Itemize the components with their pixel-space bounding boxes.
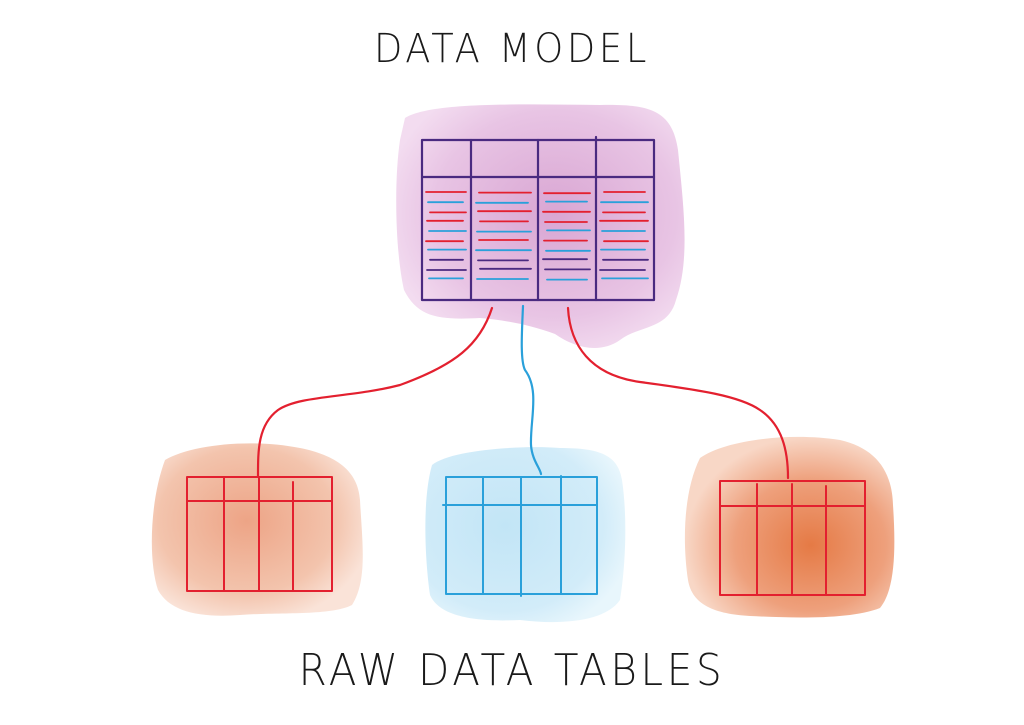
raw-middle-wash [425, 447, 626, 623]
edge-right [566, 306, 790, 480]
data-model-rows [425, 191, 649, 281]
diagram-caption: RAW DATA TABLES [298, 645, 726, 696]
data-model-table [420, 135, 656, 302]
raw-table-middle [442, 475, 598, 597]
raw-table-right [719, 480, 866, 596]
edge-left [256, 306, 494, 478]
raw-right-wash [684, 436, 895, 618]
model-wash [396, 104, 685, 348]
diagram-title: DATA MODEL [373, 26, 651, 72]
edge-middle [520, 304, 543, 476]
raw-table-left [186, 476, 333, 592]
raw-left-wash [151, 443, 363, 616]
